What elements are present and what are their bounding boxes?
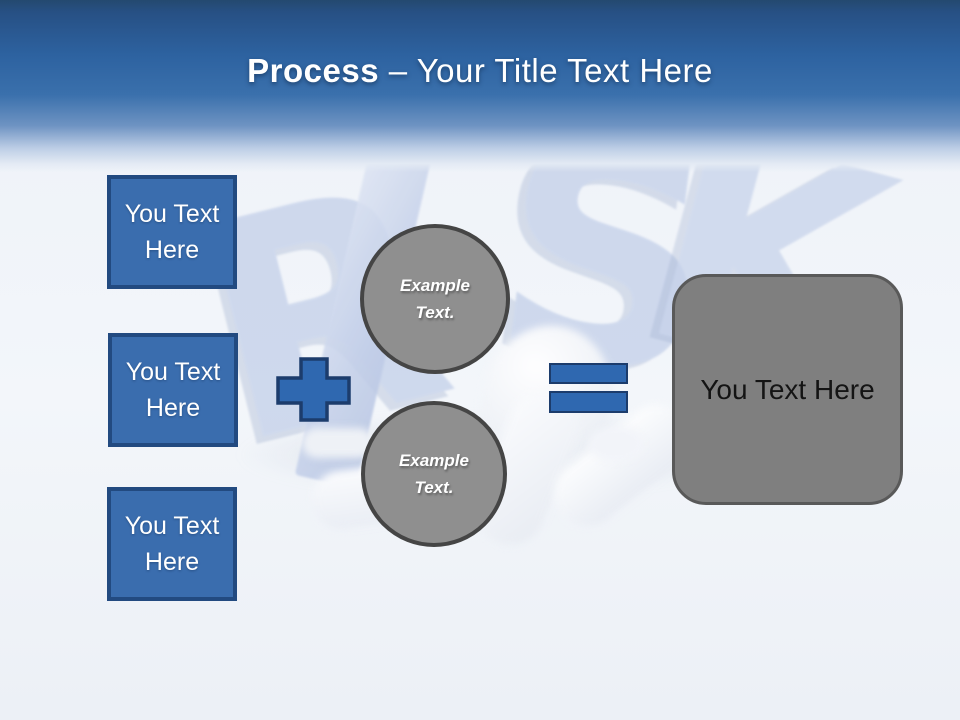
page-title: Process – Your Title Text Here [0, 52, 960, 90]
equals-icon [549, 363, 628, 413]
plus-icon [276, 357, 351, 422]
example-circle-1: Example Text. [360, 224, 510, 374]
title-keyword: Process [247, 52, 380, 89]
result-box: You Text Here [672, 274, 903, 505]
result-box-label: You Text Here [700, 373, 875, 405]
example-circle-2: Example Text. [361, 401, 507, 547]
input-box-3-label: You Text Here [124, 511, 220, 576]
input-box-1: You Text Here [107, 175, 237, 289]
example-circle-2-label: Example Text. [399, 450, 469, 497]
input-box-3: You Text Here [107, 487, 237, 601]
input-box-1-label: You Text Here [124, 199, 220, 264]
title-subtitle: – Your Title Text Here [379, 52, 713, 89]
input-box-2: You Text Here [108, 333, 238, 447]
equals-bar-bottom [549, 391, 628, 413]
example-circle-1-label: Example Text. [400, 275, 470, 322]
input-box-2-label: You Text Here [125, 357, 221, 422]
equals-bar-top [549, 363, 628, 384]
